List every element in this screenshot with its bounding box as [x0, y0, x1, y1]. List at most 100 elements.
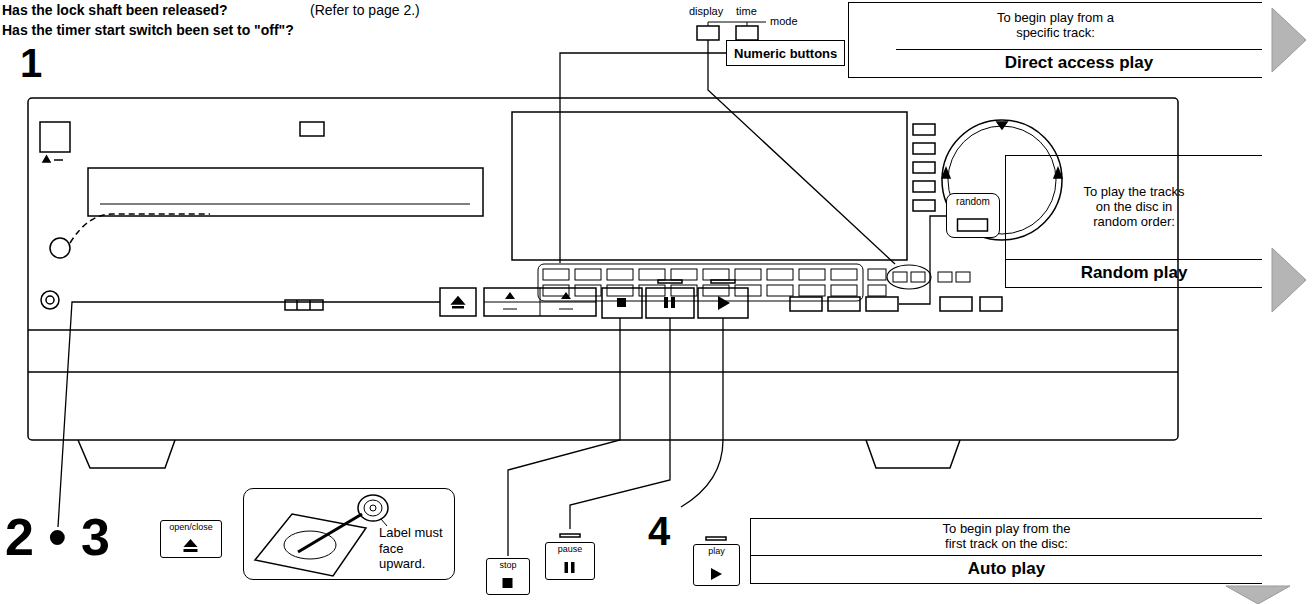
key-symbol [958, 219, 988, 231]
numeric-key [799, 285, 825, 296]
next-arrow [1272, 248, 1306, 312]
disc-drawing [358, 495, 388, 521]
display-key [893, 272, 907, 282]
random-button: random [946, 193, 1000, 238]
panel-edge [28, 371, 1178, 373]
callout-text: Numeric buttons [734, 46, 837, 61]
skip-keys [484, 302, 596, 303]
numeric-key [799, 269, 825, 280]
play-indicator [711, 280, 735, 283]
stop-mark [617, 298, 626, 307]
numeric-key [575, 269, 601, 280]
mode-key [980, 297, 1002, 311]
stop-symbol [503, 578, 513, 588]
power-button [40, 122, 70, 152]
skip-mark [503, 309, 573, 310]
callout-box: Numeric buttons [726, 40, 845, 66]
random-key [866, 297, 898, 311]
foot [866, 440, 960, 468]
headphone-jack [46, 296, 54, 304]
leader-line [899, 216, 946, 304]
foot [78, 440, 175, 468]
pause-key [646, 288, 694, 318]
side-button [913, 143, 935, 154]
numeric-key [543, 269, 569, 280]
check-note: Has the lock shaft been released? [2, 2, 228, 18]
numeric-key [831, 285, 857, 296]
display-button [697, 26, 719, 40]
description-text: To begin play from the first track on th… [932, 519, 1082, 555]
mode-box: To begin play from the first track on th… [750, 518, 1262, 584]
leader-line [508, 318, 620, 556]
numeric-key [703, 269, 729, 280]
disc-drawing [370, 505, 376, 511]
tray-drawing [255, 514, 366, 576]
numeric-key [767, 285, 793, 296]
open-close-button: open/close [160, 520, 222, 558]
eject-symbol [184, 539, 198, 547]
pause-mark [664, 297, 668, 308]
button-symbol [694, 565, 738, 583]
button-label: mode [770, 15, 798, 28]
numeric-key [735, 269, 761, 280]
pause-symbol [565, 562, 569, 573]
pause-indicator [658, 280, 682, 283]
numeric-key [703, 285, 729, 296]
button-label: time [736, 5, 757, 18]
leader-line [560, 53, 733, 263]
mode-title: Auto play [751, 555, 1262, 583]
leader-line [381, 519, 387, 526]
small-key [956, 272, 970, 282]
indicator-window [300, 122, 324, 136]
button-symbol [947, 217, 998, 235]
next-arrow [1272, 8, 1306, 72]
leader-line [570, 318, 670, 529]
jog-dial [942, 120, 1062, 240]
eject-mark [452, 297, 464, 304]
tray-marker [50, 238, 70, 258]
button-label: open/close [161, 521, 221, 533]
pause-symbol [571, 562, 575, 573]
button-label: display [689, 5, 723, 18]
button-label: random [947, 194, 999, 207]
bracket-line [708, 22, 766, 26]
leader-line [708, 40, 895, 264]
mode-box: To play the tracks on the disc in random… [1005, 155, 1262, 288]
mode-title: Direct access play [896, 49, 1262, 77]
side-button [913, 181, 935, 192]
button-label: play [694, 545, 739, 557]
page-reference: (Refer to page 2.) [310, 2, 420, 18]
leader-line [681, 318, 723, 507]
next-arrow [1226, 586, 1290, 604]
play-mark [718, 296, 730, 310]
eject-key [440, 288, 476, 316]
play-symbol [711, 568, 722, 580]
button-symbol [546, 559, 593, 577]
mode-key [940, 297, 972, 311]
numeric-key [607, 285, 633, 296]
step-number: 4 [648, 508, 670, 554]
eject-mark [43, 156, 50, 162]
numeric-key [671, 285, 697, 296]
description-text: To play the tracks on the disc in random… [1078, 182, 1190, 233]
dial-mark [942, 168, 950, 178]
skip-keys [484, 288, 596, 316]
leader-line [58, 302, 440, 527]
small-key [868, 269, 886, 280]
mode-key [790, 297, 822, 311]
numeric-key [671, 269, 697, 280]
side-button [913, 162, 935, 173]
dashed-guide [70, 214, 210, 243]
step-number: 1 [20, 40, 42, 86]
numeric-key [639, 269, 665, 280]
dial-mark [997, 122, 1007, 129]
button-label: stop [487, 559, 529, 571]
eject-mark [452, 306, 464, 309]
pause-mark [671, 297, 675, 308]
numeric-key [831, 269, 857, 280]
tray-edge [100, 204, 470, 205]
disc-drawing [364, 500, 382, 516]
play-key [698, 288, 748, 318]
skip-mark [505, 292, 571, 299]
small-key [938, 272, 952, 282]
